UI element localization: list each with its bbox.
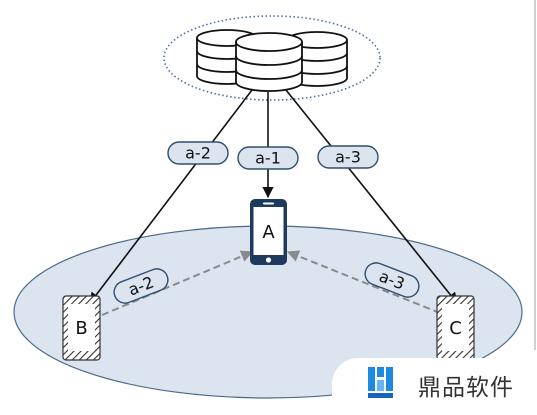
peer-b-to-a-arrow <box>101 250 254 316</box>
device-a-label: A <box>262 222 275 243</box>
badge-a2: a-2 <box>167 141 229 165</box>
smartphone-outline-icon <box>62 295 101 361</box>
device-c-label: C <box>449 318 462 339</box>
device-c: C <box>436 295 475 361</box>
peer-c-to-a-arrow <box>286 250 441 314</box>
watermark-panel <box>332 358 537 410</box>
smartphone-icon <box>250 199 287 265</box>
database-stack-icon <box>196 29 348 92</box>
badge-a1: a-1 <box>237 146 299 170</box>
brand-logo-icon <box>368 367 393 398</box>
watermark-text: 鼎品软件 <box>418 375 514 401</box>
badge-a2-label: a-2 <box>185 144 211 163</box>
edge-a3-line <box>285 89 458 304</box>
device-b-label: B <box>75 318 87 339</box>
badge-a1-label: a-1 <box>255 149 281 168</box>
device-b: B <box>62 295 101 361</box>
badge-a3-label: a-3 <box>335 148 361 167</box>
edge-a2-line <box>89 89 253 304</box>
badge-a3: a-3 <box>317 145 379 169</box>
device-a: A <box>250 199 287 265</box>
smartphone-outline-icon <box>436 295 475 361</box>
